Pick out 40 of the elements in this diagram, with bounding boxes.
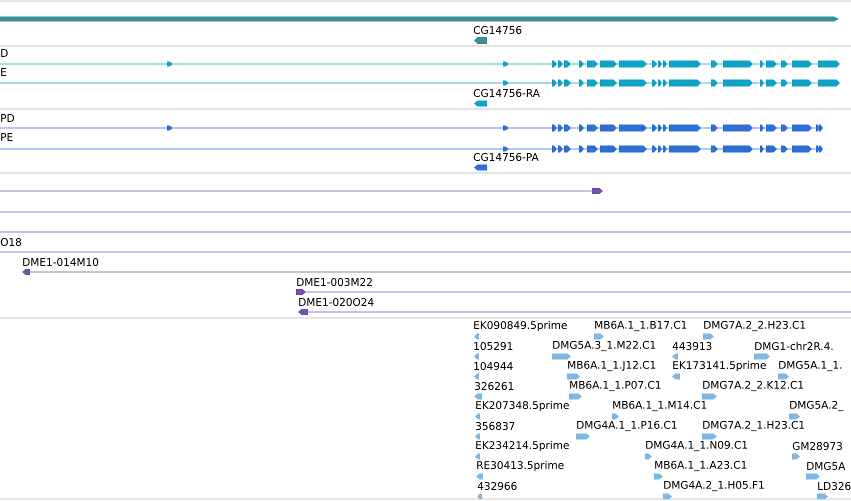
feature-label: 356837 xyxy=(476,422,514,430)
feature-label: GM28973 xyxy=(792,442,842,450)
feature-label: MB6A.1_1.B17.C1 xyxy=(595,320,686,332)
feature-label: DMG7A.2_1.H23.C1 xyxy=(703,420,804,432)
feature-label: 105291 xyxy=(474,342,512,350)
feature-label: DMG4A.2_1.H05.F1 xyxy=(664,480,764,492)
feature-label: DME1-003M22 xyxy=(297,278,372,286)
feature-label: D xyxy=(1,49,8,57)
feature-label: DMG4A.1_1.N09.C1 xyxy=(646,440,748,452)
feature-label: MB6A.1_1.M14.C1 xyxy=(613,400,706,412)
feature-label: MB6A.1_1.P07.C1 xyxy=(570,380,660,392)
feature-label: DMG5A xyxy=(807,462,846,470)
feature-label: 432966 xyxy=(478,482,517,490)
feature-label: DMG1-chr2R.4. xyxy=(755,342,833,350)
feature-label: DMG7A.2_2.H23.C1 xyxy=(704,320,806,332)
feature-label: DMG4A.1_1.P16.C1 xyxy=(577,420,677,432)
feature-label: 443913 xyxy=(672,342,712,350)
feature-label: PE xyxy=(1,133,12,141)
feature-label: PD xyxy=(1,114,14,122)
feature-label: DMG5A.2_ xyxy=(790,400,844,412)
feature-label: 326261 xyxy=(475,382,514,390)
feature-label: DMG5A.3_1.M22.C1 xyxy=(553,340,656,352)
feature-label: DMG7A.2_2.K12.C1 xyxy=(703,380,804,392)
feature-label: EK207348.5prime xyxy=(476,400,569,412)
feature-label: DME1-020O24 xyxy=(299,298,374,306)
feature-label: MB6A.1_1.J12.C1 xyxy=(568,360,656,372)
feature-label: MB6A.1_1.A23.C1 xyxy=(655,460,746,472)
feature-label: E xyxy=(1,68,6,76)
feature-label: DME1-014M10 xyxy=(23,258,98,266)
feature-label: LD326 xyxy=(818,482,850,490)
feature-label: EK090849.5prime xyxy=(474,320,567,332)
feature-label: O18 xyxy=(0,238,22,246)
feature-label: CG14756 xyxy=(474,26,522,34)
feature-label: RE30413.5prime xyxy=(477,460,564,472)
feature-label: EK173141.5prime xyxy=(673,360,766,372)
feature-label: EK234214.5prime xyxy=(476,440,569,452)
feature-label: 104944 xyxy=(474,362,513,370)
feature-label: CG14756-PA xyxy=(474,153,539,161)
feature-label: CG14756-RA xyxy=(474,89,540,97)
feature-label: DMG5A.1_1. xyxy=(779,360,842,372)
